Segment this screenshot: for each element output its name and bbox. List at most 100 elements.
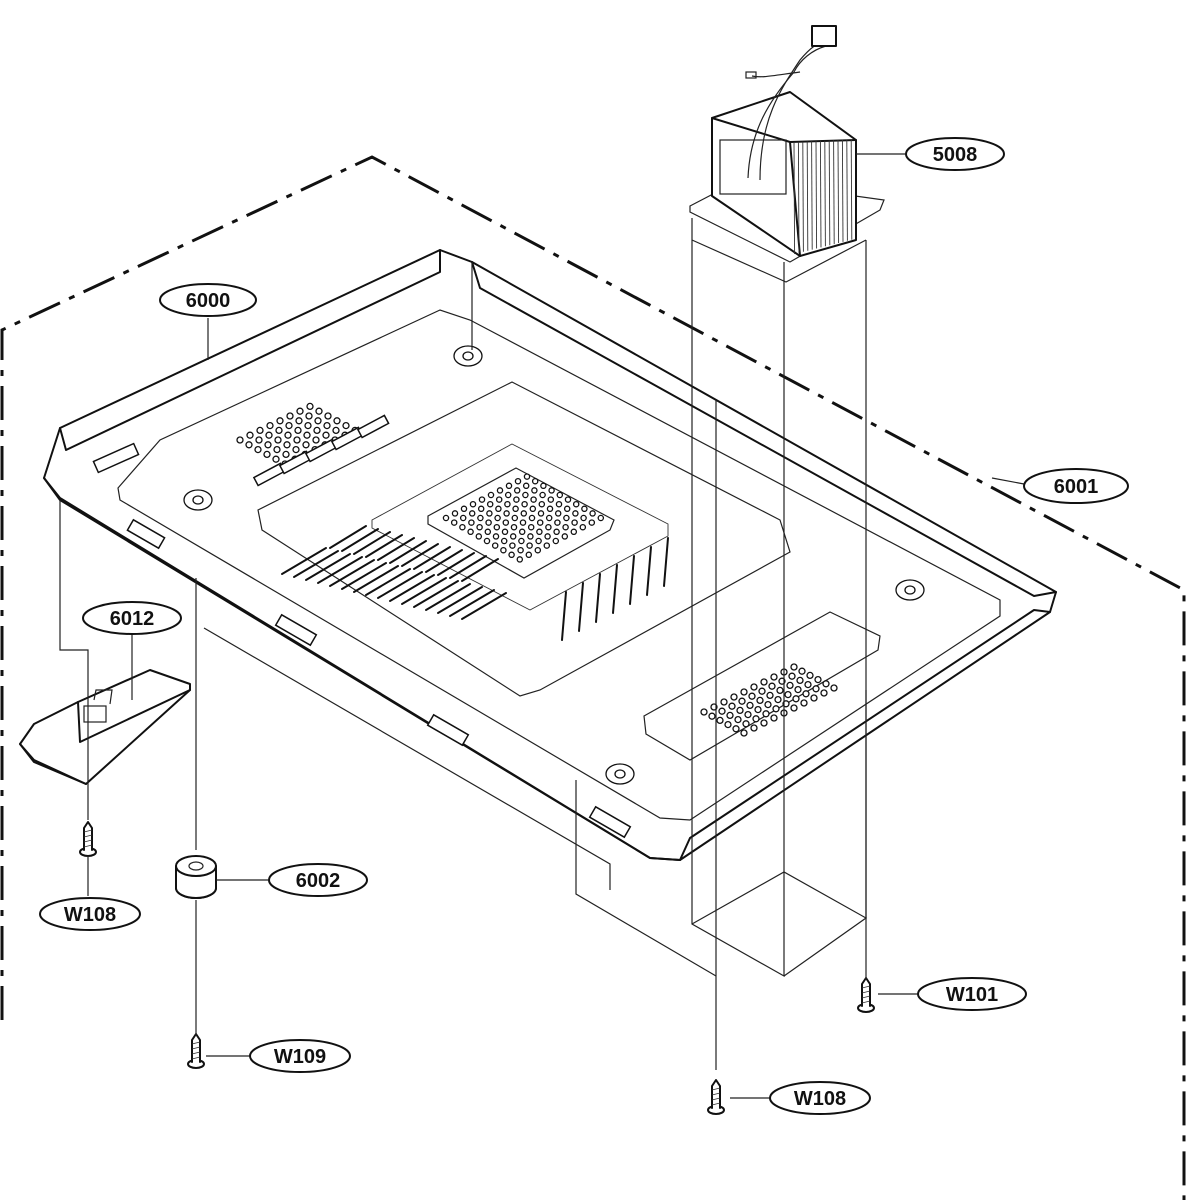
vent-hole <box>314 417 322 425</box>
vent-hole <box>272 455 280 463</box>
vent-slot <box>329 559 375 587</box>
vent-hole <box>810 694 818 702</box>
label-6012: 6012 <box>110 608 155 630</box>
vent-hole <box>572 500 580 508</box>
side-vent <box>561 591 567 641</box>
vent-hole <box>333 417 341 425</box>
side-vent <box>629 555 635 605</box>
vent-slot <box>365 568 411 596</box>
callout-6002: 6002 <box>268 863 368 897</box>
screw-icon <box>79 821 97 857</box>
vent-hole <box>529 505 537 513</box>
callout-w108-right: W108 <box>769 1081 871 1115</box>
vent-hole <box>275 426 283 435</box>
vent-hole <box>518 537 525 545</box>
vent-hole <box>774 695 782 704</box>
vent-hole <box>442 514 450 522</box>
vent-hole <box>544 533 551 540</box>
vent-slot <box>437 586 483 614</box>
vent-hole <box>513 487 521 494</box>
vent-hole <box>500 537 508 545</box>
vent-hole <box>764 700 772 709</box>
vent-hole <box>523 473 531 480</box>
vent-hole <box>581 505 588 513</box>
base-plate <box>43 249 1057 861</box>
vent-hole <box>545 523 552 531</box>
vent-hole <box>538 500 546 508</box>
vent-hole <box>744 710 752 719</box>
vent-hole <box>495 496 503 503</box>
vent-hole <box>296 407 304 415</box>
core-lamination <box>833 140 835 245</box>
vent-hole <box>273 445 281 454</box>
vent-hole <box>554 510 562 517</box>
vent-hole <box>475 533 483 540</box>
vent-hole <box>563 514 570 522</box>
vent-hole <box>485 519 492 526</box>
vent-hole <box>500 546 507 554</box>
screws <box>79 821 875 1115</box>
vent-hole <box>236 436 244 444</box>
vent-hole <box>517 546 524 554</box>
vent-hole <box>794 685 802 694</box>
vent-hole <box>274 436 282 444</box>
callout-w108-left: W108 <box>39 897 141 931</box>
vent-hole <box>537 510 545 517</box>
vent-hole <box>255 436 263 444</box>
vent-hole <box>822 680 830 688</box>
vent-hole <box>312 436 320 444</box>
vent-hole <box>510 523 518 531</box>
vent-hole <box>750 724 758 732</box>
vent-hole <box>752 715 760 723</box>
vent-hole <box>484 528 492 536</box>
vent-hole <box>750 683 758 691</box>
vent-hole <box>830 684 838 692</box>
vent-hole <box>802 690 810 698</box>
vent-hole <box>579 523 587 531</box>
vent-hole <box>503 510 510 517</box>
vent-slot <box>317 556 363 584</box>
vent-hole <box>522 482 530 490</box>
vent-hole <box>526 542 533 549</box>
vent-hole <box>519 519 527 526</box>
vent-hole <box>540 482 547 490</box>
core-lamination <box>828 140 831 246</box>
vent-hole <box>748 692 756 700</box>
label-6000: 6000 <box>186 290 231 312</box>
callout-6000: 6000 <box>159 283 257 317</box>
vent-hole <box>726 711 734 720</box>
vent-hole <box>450 519 458 526</box>
core-lamination <box>819 140 822 248</box>
vent-hole <box>322 431 330 439</box>
vent-slot <box>353 565 399 593</box>
vent-hole <box>478 496 486 503</box>
vent-hole <box>468 510 476 517</box>
vent-hole <box>758 687 766 695</box>
vent-hole <box>716 716 724 725</box>
vent-hole <box>814 675 822 684</box>
vent-slot <box>293 550 339 578</box>
vent-hole <box>265 431 273 439</box>
core-lamination <box>846 139 848 241</box>
vent-hole <box>513 496 520 503</box>
vent-hole <box>292 445 300 454</box>
side-vent <box>578 582 584 632</box>
vent-hole <box>770 714 778 722</box>
vent-hole <box>512 505 519 513</box>
vent-slot <box>365 534 403 558</box>
vent-hole <box>282 450 290 459</box>
vent-hole <box>286 412 294 420</box>
vent-hole <box>561 533 569 540</box>
side-vent <box>663 537 669 587</box>
vent-hole <box>276 417 284 425</box>
vent-hole <box>477 505 485 513</box>
transformer <box>689 25 885 978</box>
vent-hole <box>313 426 321 435</box>
vent-hole <box>790 663 798 671</box>
vent-hole <box>460 505 468 513</box>
vent-hole <box>548 487 555 494</box>
vent-hole <box>546 505 554 513</box>
vent-hole <box>284 431 292 439</box>
screw-icon <box>707 1079 725 1115</box>
core-lamination <box>837 139 840 244</box>
